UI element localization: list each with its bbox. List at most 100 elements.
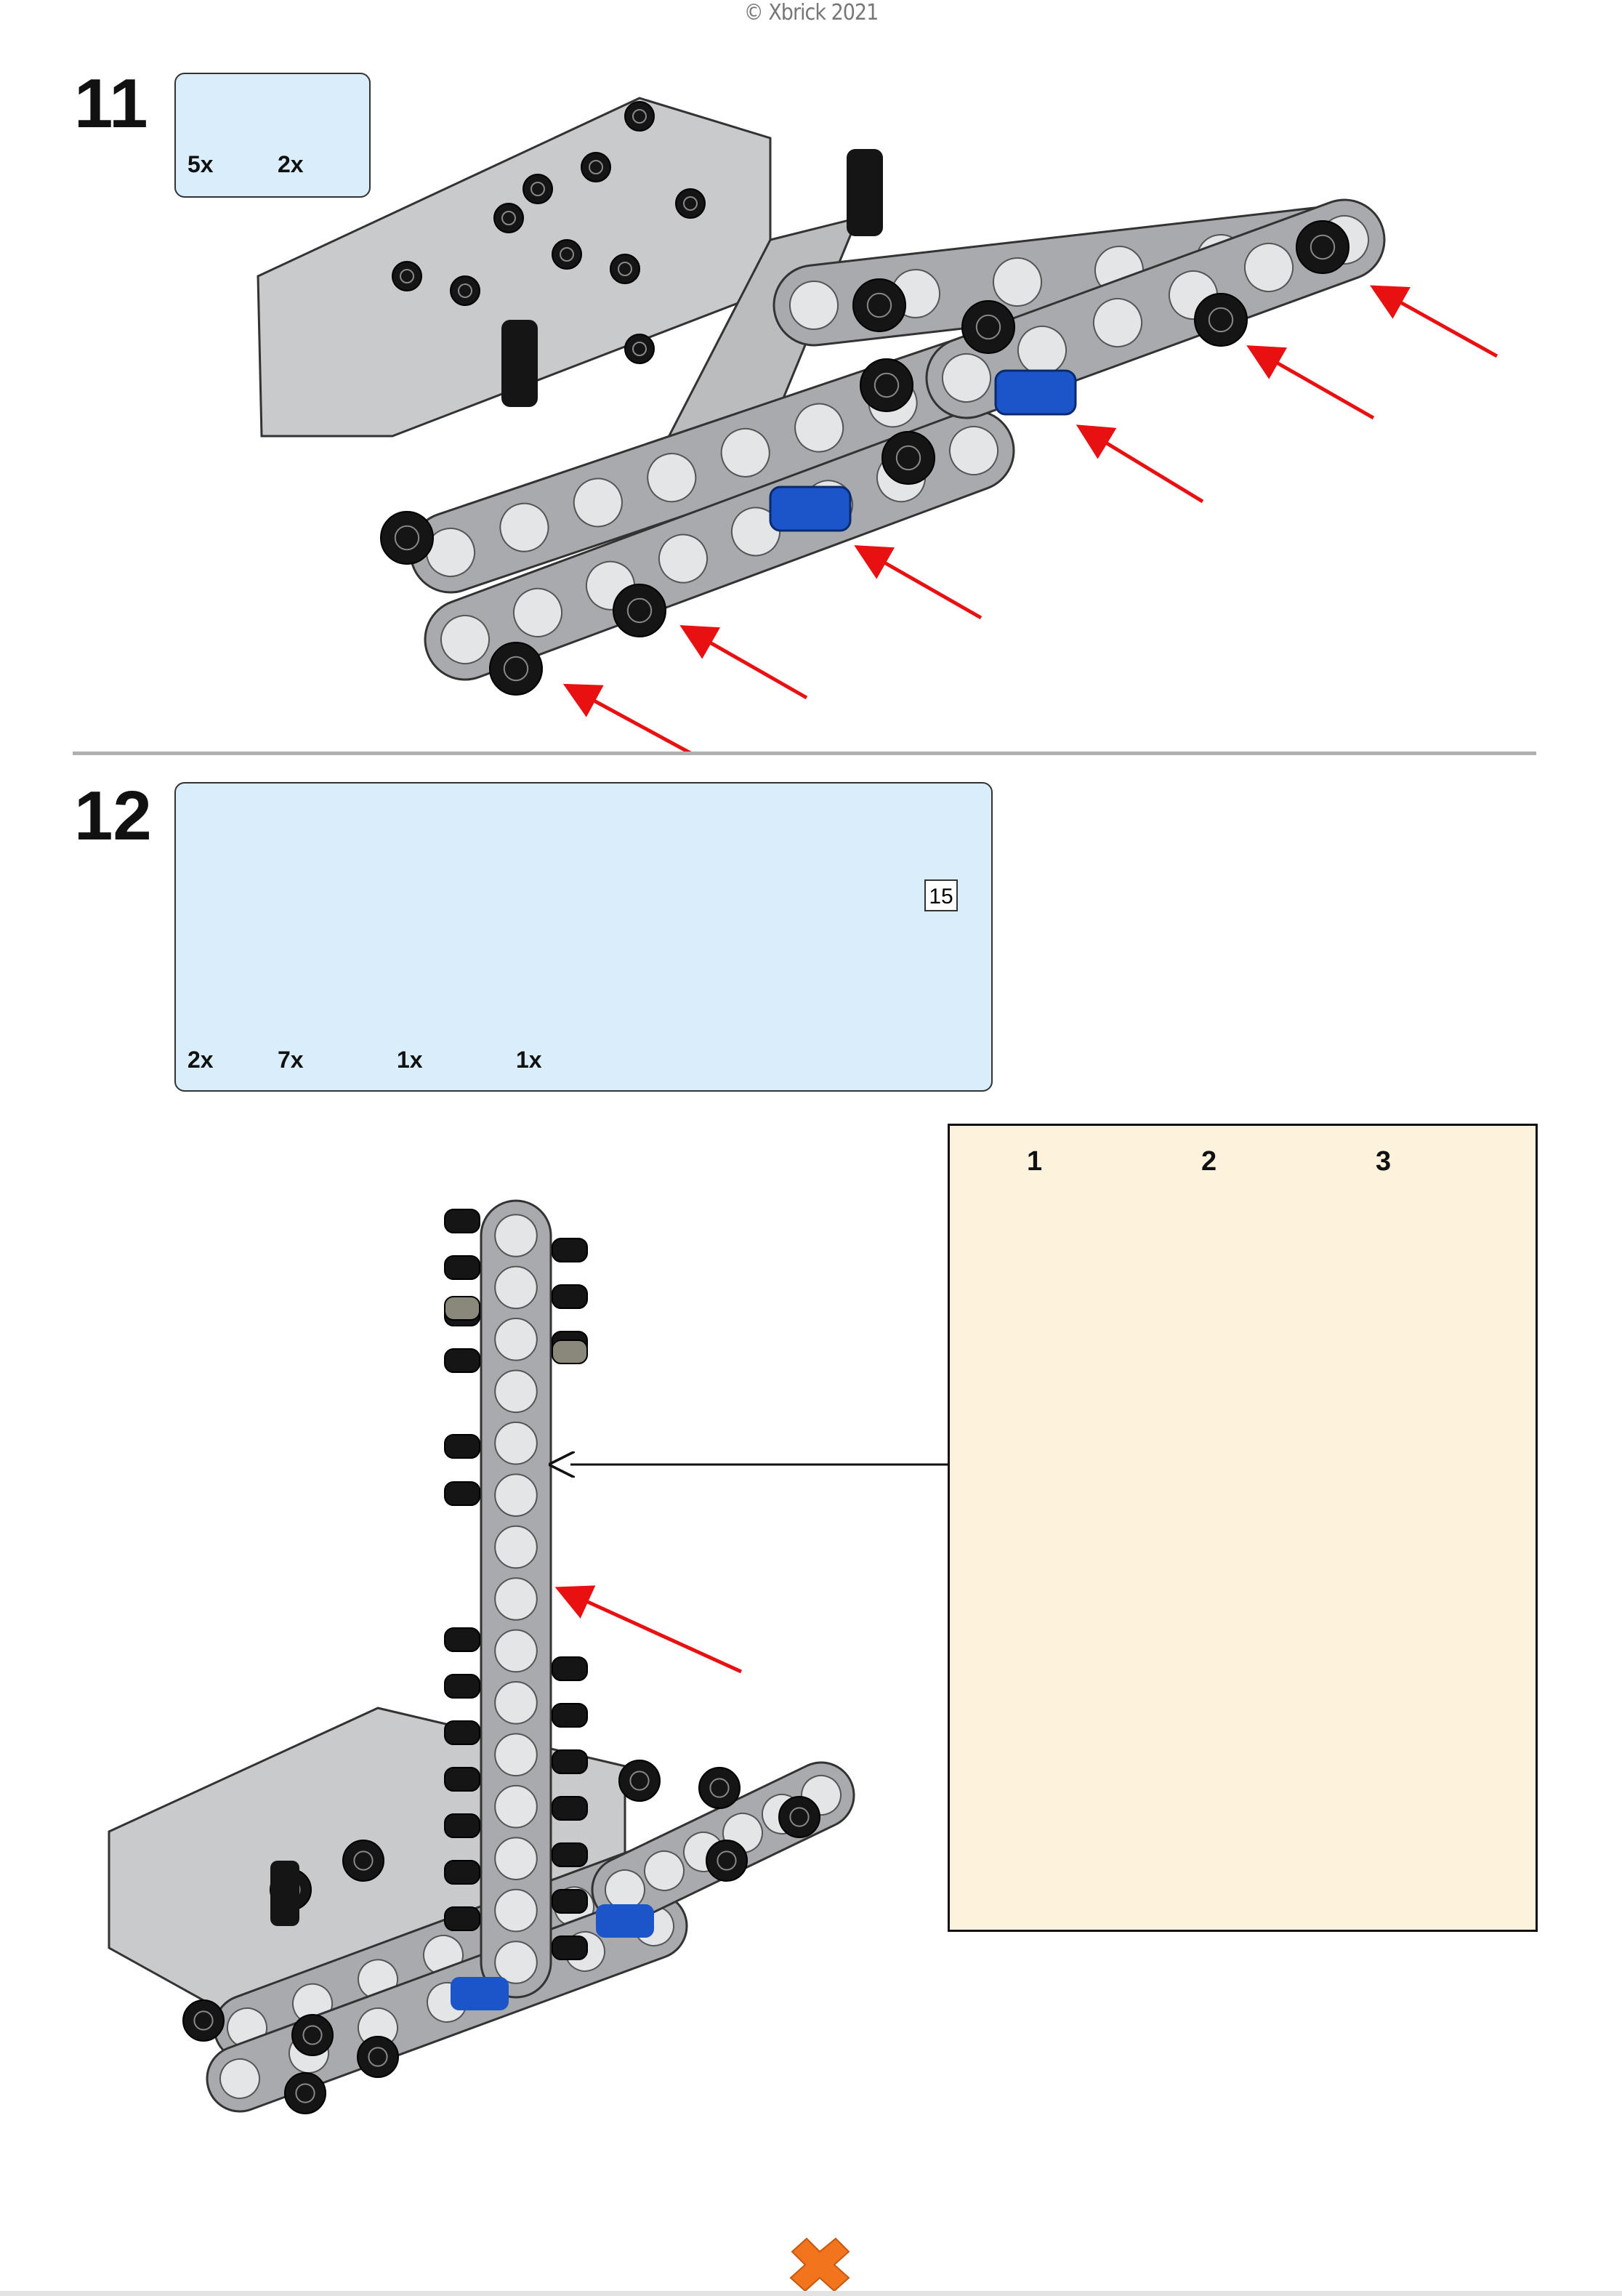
part-qty: 2x (187, 1047, 214, 1073)
beam-hole (494, 1577, 538, 1621)
pin-ring (1310, 234, 1336, 260)
pin-ring (353, 1850, 374, 1871)
pin-ring (295, 2083, 315, 2103)
beam-hole (494, 1318, 538, 1361)
pin-ring (589, 160, 603, 174)
pin (444, 1860, 480, 1885)
pin-ring (368, 2047, 388, 2067)
pin (552, 1284, 588, 1309)
pin (444, 1296, 480, 1321)
substep-number: 1 (1027, 1146, 1043, 1177)
part-qty: 5x (187, 151, 214, 177)
red-arrow (1076, 424, 1204, 504)
beam (424, 409, 1015, 681)
pin (1194, 293, 1248, 347)
beam-hole (1092, 298, 1142, 348)
red-arrow (854, 545, 983, 620)
beam-hole (794, 403, 844, 453)
pin (552, 1842, 588, 1867)
pin (624, 334, 655, 364)
pin (552, 1340, 588, 1364)
beam-hole (494, 1733, 538, 1777)
pin (1296, 220, 1349, 274)
beam-hole (647, 453, 697, 503)
beam-hole (494, 1421, 538, 1465)
pin-ring (895, 445, 921, 471)
pin-ring (394, 525, 420, 551)
pin (881, 431, 935, 485)
beam-hole (494, 1888, 538, 1933)
pin (444, 1209, 480, 1233)
step-number: 12 (74, 777, 152, 855)
pin (444, 1481, 480, 1506)
pin-ring (530, 182, 545, 196)
red-arrow (1370, 285, 1498, 358)
pin (624, 101, 655, 132)
pin (610, 254, 640, 284)
beam-hole (494, 1369, 538, 1414)
pin (552, 239, 582, 270)
step-divider (73, 752, 1536, 755)
pin (450, 275, 480, 306)
vertical-pin (847, 149, 883, 236)
beam-hole (494, 1214, 538, 1257)
pin (675, 188, 706, 219)
pin (291, 2014, 334, 2056)
beam-hole (789, 281, 839, 330)
beam-hole (1243, 243, 1294, 293)
part-qty: 7x (278, 1047, 304, 1073)
pin (444, 1906, 480, 1931)
pin (182, 1999, 225, 2042)
pin-ring (458, 283, 472, 298)
pin (342, 1840, 384, 1882)
parts-list: 5x 2x (174, 73, 371, 198)
pin (444, 1674, 480, 1699)
beam-hole (942, 353, 991, 403)
pin-ring (400, 269, 414, 283)
pin-ring (866, 292, 892, 318)
beam-hole (494, 1681, 538, 1725)
pin-ring (709, 1778, 730, 1798)
pin (860, 358, 913, 412)
pin (613, 584, 666, 637)
pin (852, 278, 906, 332)
pin (778, 1796, 820, 1838)
pin-ring (560, 247, 574, 262)
pin (698, 1767, 741, 1809)
pin (444, 1255, 480, 1280)
pin (489, 642, 543, 696)
pin (493, 203, 524, 233)
logo-cross (789, 2237, 850, 2292)
part-qty: 2x (278, 151, 304, 177)
page-bottom-edge (0, 2291, 1622, 2296)
blue-pin (451, 1977, 509, 2010)
beam-hole (644, 1850, 685, 1892)
pin (392, 261, 422, 291)
red-arrow (562, 683, 692, 755)
beam-hole (720, 427, 770, 478)
parts-list: 15 2x 7x 1x 1x (174, 782, 993, 1092)
pin-ring (683, 196, 698, 211)
pin-ring (618, 262, 632, 276)
pin-ring (975, 314, 1001, 340)
beam-hole (658, 533, 709, 584)
step-12-model (108, 1199, 948, 2114)
substep-number: 3 (1376, 1146, 1392, 1177)
beam-hole (440, 615, 490, 664)
pin-ring (302, 2025, 323, 2045)
pin-ring (632, 109, 647, 124)
pin (444, 1720, 480, 1745)
pin-ring (632, 342, 647, 356)
pin (552, 1796, 588, 1821)
red-arrow (679, 625, 808, 700)
beam-hole (513, 587, 563, 637)
pin (552, 1703, 588, 1728)
pin (444, 1348, 480, 1373)
pin (284, 2072, 326, 2114)
step-11-model (257, 97, 1386, 696)
pin-ring (873, 372, 900, 398)
beam-hole (494, 1629, 538, 1673)
pin (552, 1238, 588, 1262)
pin (961, 300, 1015, 354)
pin-ring (626, 597, 653, 624)
